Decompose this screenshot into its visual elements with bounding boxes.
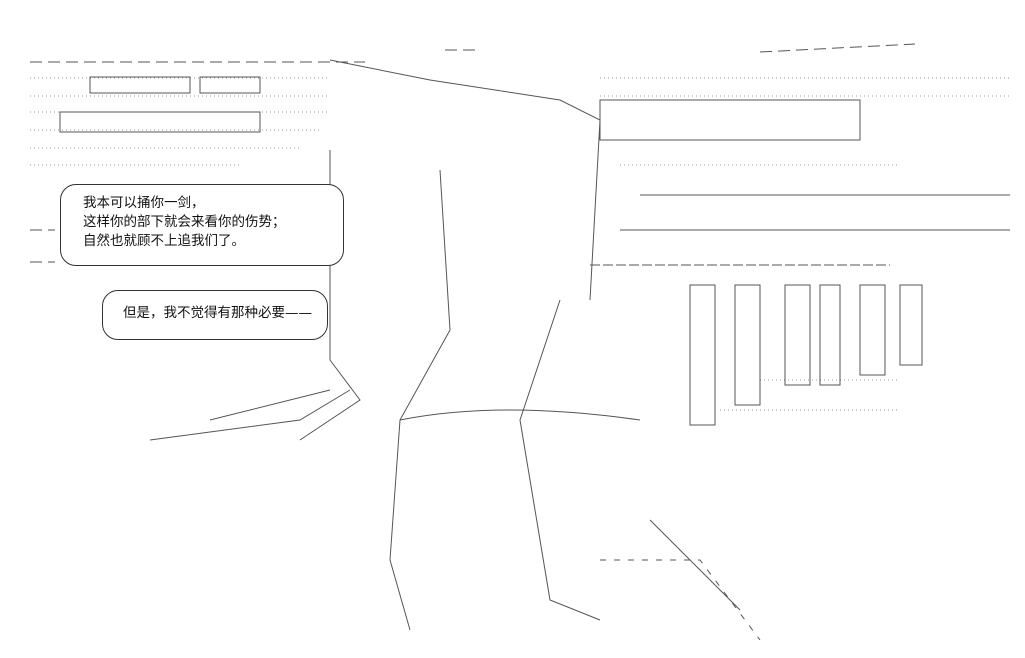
dash-rows [30,43,916,263]
tree [149,59,761,641]
bubble-1-line-2: 这样你的部下就会来看你的伤势； [83,214,286,230]
buildings-left [59,76,261,133]
bubble-1-line-3: 自然也就顾不上追我们了。 [83,233,245,249]
dot-rows [30,77,1010,411]
buildings-right [590,99,1010,426]
bubble-2-line-1: 但是，我不觉得有那种必要—— [123,305,312,321]
speech-bubble-2: 但是，我不觉得有那种必要—— [102,290,328,340]
bubble-1-line-1: 我本可以捅你一剑， [83,195,205,211]
speech-bubble-1: 我本可以捅你一剑， 这样你的部下就会来看你的伤势； 自然也就顾不上追我们了。 [60,184,344,266]
